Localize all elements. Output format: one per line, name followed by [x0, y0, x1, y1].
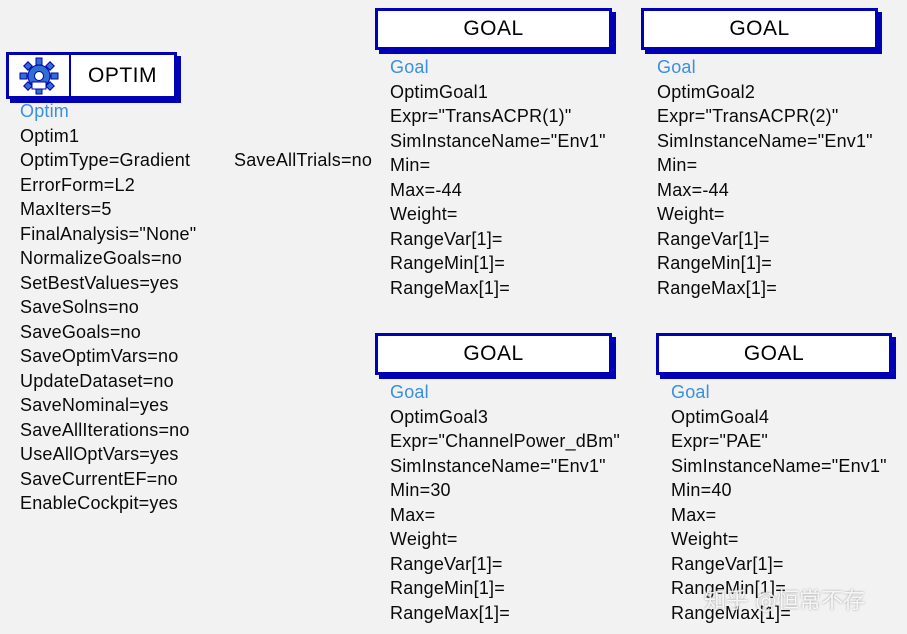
goal-3-param-range-max[interactable]: RangeMax[1]= [390, 602, 510, 623]
goal-4-param-expr[interactable]: Expr="PAE" [671, 431, 768, 451]
optim-param-final-analysis[interactable]: FinalAnalysis="None" [20, 223, 197, 244]
optim-param-optim-type[interactable]: OptimType=Gradient [20, 150, 191, 170]
goal-2-param-expr[interactable]: Expr="TransACPR(2)" [657, 106, 839, 126]
goal-4-parameter-list: Goal OptimGoal4 Expr="PAE" SimInstanceNa… [671, 380, 887, 625]
goal-1-param-range-min[interactable]: RangeMin[1]= [390, 253, 505, 273]
goal-2-header[interactable]: GOAL [641, 8, 878, 50]
goal-1-param-sim-instance-name[interactable]: SimInstanceName="Env1" [390, 130, 606, 151]
goal-1-header-title: GOAL [463, 17, 524, 40]
optim-param-save-all-trials[interactable]: SaveAllTrials=no [234, 150, 373, 170]
optim-header-title: OPTIM [88, 63, 157, 87]
goal-2-param-range-max[interactable]: RangeMax[1]= [657, 277, 777, 298]
goal-2-param-range-var[interactable]: RangeVar[1]= [657, 228, 770, 249]
goal-4-param-range-max[interactable]: RangeMax[1]= [671, 602, 791, 623]
goal-1-type-label: Goal [390, 57, 429, 77]
goal-4-header[interactable]: GOAL [656, 333, 892, 375]
goal-1-param-weight[interactable]: Weight= [390, 204, 458, 224]
goal-1-param-range-var[interactable]: RangeVar[1]= [390, 228, 503, 249]
optim-param-use-all-opt-vars[interactable]: UseAllOptVars=yes [20, 444, 179, 464]
goal-4-param-sim-instance-name[interactable]: SimInstanceName="Env1" [671, 455, 887, 476]
goal-4-param-range-var[interactable]: RangeVar[1]= [671, 553, 784, 574]
goal-2-param-range-min[interactable]: RangeMin[1]= [657, 253, 772, 273]
goal-4-param-range-min[interactable]: RangeMin[1]= [671, 578, 786, 598]
optim-parameter-list: Optim Optim1 OptimType=Gradient ErrorFor… [20, 99, 196, 516]
optim-param-save-current-ef[interactable]: SaveCurrentEF=no [20, 468, 178, 489]
goal-2-parameter-list: Goal OptimGoal2 Expr="TransACPR(2)" SimI… [657, 55, 873, 300]
optim-param-set-best-values[interactable]: SetBestValues=yes [20, 272, 179, 293]
goal-3-parameter-list: Goal OptimGoal3 Expr="ChannelPower_dBm" … [390, 380, 620, 625]
watermark-text: 知乎 @恒常不存 [704, 589, 865, 614]
goal-3-param-range-min[interactable]: RangeMin[1]= [390, 578, 505, 598]
goal-1-param-max[interactable]: Max=-44 [390, 179, 462, 200]
goal-2-param-max[interactable]: Max=-44 [657, 179, 729, 200]
optim-param-max-iters[interactable]: MaxIters=5 [20, 199, 112, 219]
optim-type-label: Optim [20, 101, 70, 121]
goal-3-param-expr[interactable]: Expr="ChannelPower_dBm" [390, 431, 620, 451]
optim-param-update-dataset[interactable]: UpdateDataset=no [20, 370, 174, 391]
goal-4-instance-name[interactable]: OptimGoal4 [671, 406, 770, 427]
goal-1-param-expr[interactable]: Expr="TransACPR(1)" [390, 106, 572, 126]
optim-param-save-optim-vars[interactable]: SaveOptimVars=no [20, 346, 179, 366]
goal-3-param-min[interactable]: Min=30 [390, 480, 451, 500]
optim-param-enable-cockpit[interactable]: EnableCockpit=yes [20, 493, 178, 513]
optim-param-save-solns[interactable]: SaveSolns=no [20, 297, 139, 317]
goal-4-param-min[interactable]: Min=40 [671, 480, 732, 500]
optimizer-gears-icon [9, 55, 71, 96]
optim-instance-name[interactable]: Optim1 [20, 125, 80, 146]
optim-param-save-nominal[interactable]: SaveNominal=yes [20, 395, 169, 415]
goal-1-param-range-max[interactable]: RangeMax[1]= [390, 277, 510, 298]
goal-1-parameter-list: Goal OptimGoal1 Expr="TransACPR(1)" SimI… [390, 55, 606, 300]
goal-2-param-weight[interactable]: Weight= [657, 204, 725, 224]
goal-3-header[interactable]: GOAL [375, 333, 612, 375]
optimizer-gears-icon-graphic [19, 57, 59, 94]
goal-3-instance-name[interactable]: OptimGoal3 [390, 406, 489, 427]
goal-4-param-weight[interactable]: Weight= [671, 529, 739, 549]
goal-1-instance-name[interactable]: OptimGoal1 [390, 81, 489, 102]
goal-4-param-max[interactable]: Max= [671, 504, 717, 525]
goal-1-header[interactable]: GOAL [375, 8, 612, 50]
optim-param-save-all-iterations[interactable]: SaveAllIterations=no [20, 419, 190, 440]
goal-3-param-sim-instance-name[interactable]: SimInstanceName="Env1" [390, 455, 606, 476]
goal-1-param-min[interactable]: Min= [390, 155, 431, 175]
goal-2-param-sim-instance-name[interactable]: SimInstanceName="Env1" [657, 130, 873, 151]
optim-header[interactable]: OPTIM [6, 52, 177, 99]
goal-3-type-label: Goal [390, 382, 429, 402]
optim-param-save-goals[interactable]: SaveGoals=no [20, 321, 141, 342]
goal-4-type-label: Goal [671, 382, 710, 402]
goal-3-param-max[interactable]: Max= [390, 504, 436, 525]
goal-2-header-title: GOAL [729, 17, 790, 40]
optim-param-error-form[interactable]: ErrorForm=L2 [20, 174, 135, 195]
goal-2-instance-name[interactable]: OptimGoal2 [657, 81, 756, 102]
goal-3-param-range-var[interactable]: RangeVar[1]= [390, 553, 503, 574]
goal-2-param-min[interactable]: Min= [657, 155, 698, 175]
goal-4-header-title: GOAL [743, 342, 805, 365]
goal-3-header-title: GOAL [463, 342, 524, 365]
goal-3-param-weight[interactable]: Weight= [390, 529, 458, 549]
optim-param-normalize-goals[interactable]: NormalizeGoals=no [20, 248, 182, 268]
goal-2-type-label: Goal [657, 57, 696, 77]
